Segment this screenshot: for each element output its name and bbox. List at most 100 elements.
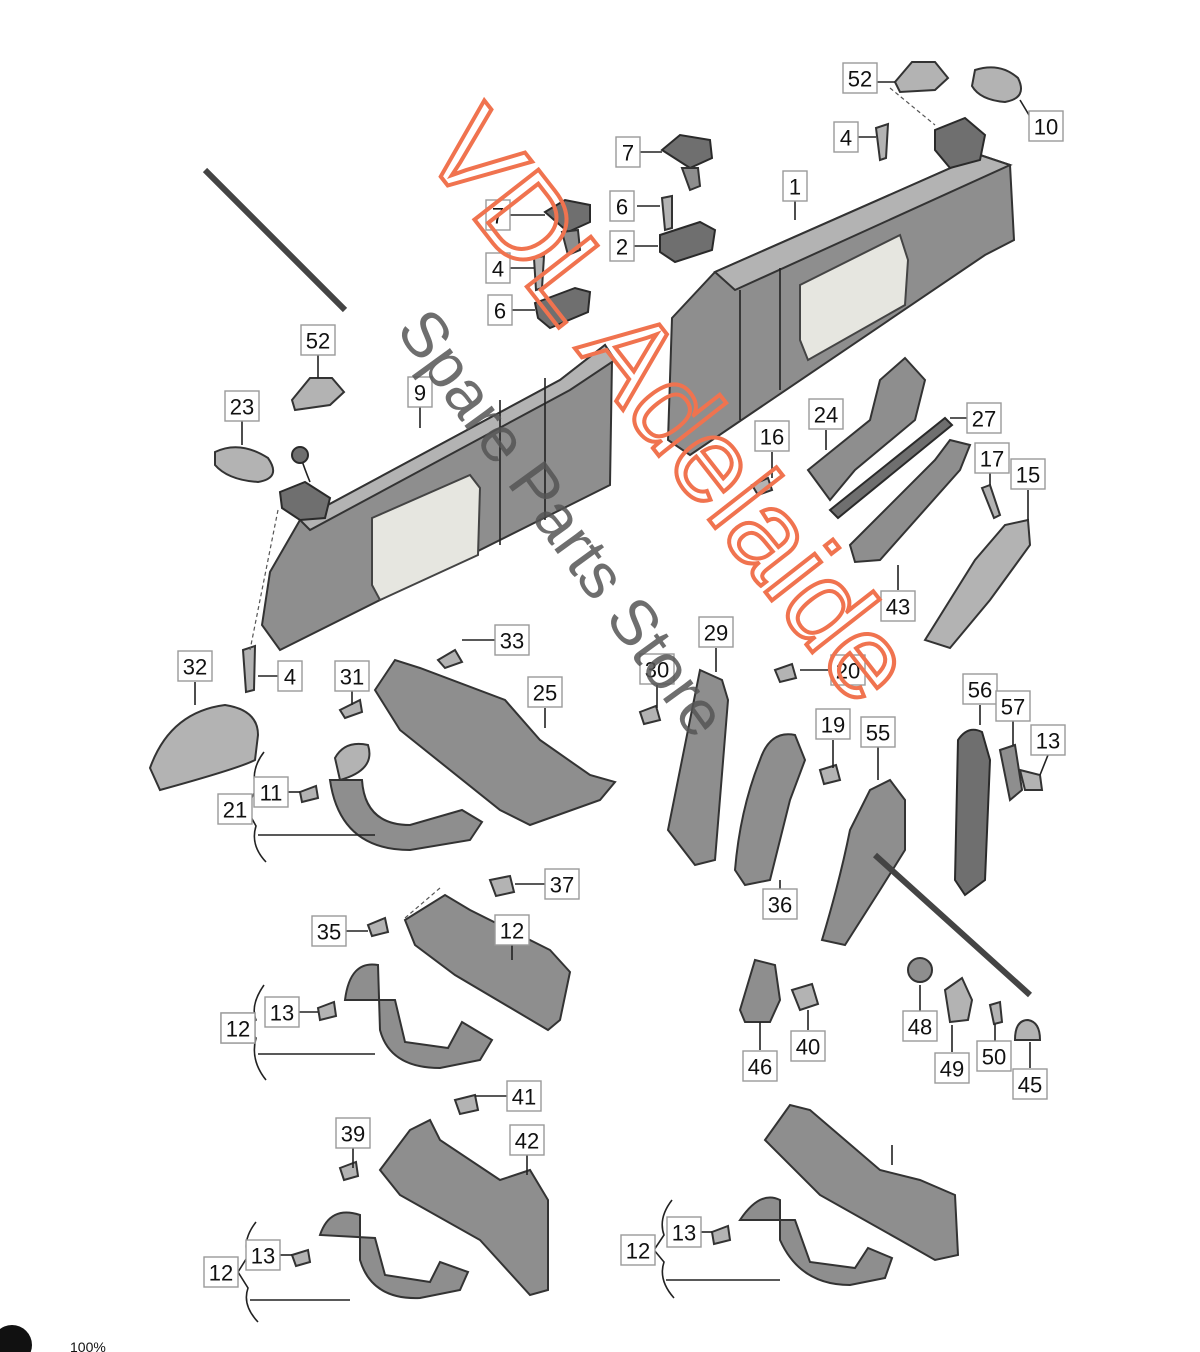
callout-box — [217, 793, 253, 825]
callout-12: 12 — [494, 914, 530, 946]
callout-box — [830, 654, 866, 686]
callout-number: 12 — [226, 1017, 250, 1042]
callout-10: 10 — [1028, 110, 1064, 142]
callout-box — [762, 888, 798, 920]
callout-number: 12 — [500, 919, 524, 944]
callout-2: 2 — [609, 230, 635, 262]
callout-4: 4 — [833, 121, 859, 153]
callout-box — [407, 376, 433, 408]
zoom-hint: 100% — [70, 1339, 106, 1352]
callout-6: 6 — [609, 190, 635, 222]
callout-number: 13 — [270, 1001, 294, 1026]
callout-56: 56 — [962, 673, 998, 705]
callout-number: 16 — [760, 425, 784, 450]
grab-handle-center — [638, 662, 906, 947]
callout-16: 16 — [754, 420, 790, 452]
callout-box — [974, 442, 1010, 474]
callout-number: 35 — [317, 920, 341, 945]
callout-box — [902, 1010, 938, 1042]
callout-number: 29 — [704, 621, 728, 646]
callout-box — [880, 590, 916, 622]
callout-box — [808, 398, 844, 430]
callout-number: 56 — [968, 678, 992, 703]
callout-number: 37 — [550, 873, 574, 898]
callout-number: 13 — [1036, 729, 1060, 754]
callout-13: 13 — [1030, 724, 1066, 756]
callout-number: 55 — [866, 721, 890, 746]
callout-number: 39 — [341, 1122, 365, 1147]
callout-box — [666, 1216, 702, 1248]
callout-number: 30 — [645, 658, 669, 683]
callout-box — [815, 708, 851, 740]
callout-45: 45 — [1012, 1068, 1048, 1100]
callout-number: 19 — [821, 713, 845, 738]
callout-box — [842, 62, 878, 94]
callout-46: 46 — [742, 1050, 778, 1082]
callout-box — [962, 673, 998, 705]
callout-39: 39 — [335, 1117, 371, 1149]
callout-25: 25 — [527, 676, 563, 708]
callout-number: 9 — [414, 381, 426, 406]
footer-dot-icon — [0, 1325, 32, 1352]
callout-box — [639, 653, 675, 685]
callout-number: 11 — [260, 781, 283, 806]
callout-box — [1010, 458, 1046, 490]
callout-9: 9 — [407, 376, 433, 408]
grab-handle-mid-left — [316, 874, 572, 1070]
callout-box — [245, 1239, 281, 1271]
callout-number: 50 — [982, 1045, 1006, 1070]
callout-box — [335, 1117, 371, 1149]
callout-40: 40 — [790, 1030, 826, 1062]
sun-visor-left — [260, 343, 617, 652]
callout-number: 7 — [622, 141, 634, 166]
callout-50: 50 — [976, 1040, 1012, 1072]
callout-box — [220, 1012, 256, 1044]
lower-clips — [738, 957, 1042, 1041]
callout-number: 33 — [500, 629, 524, 654]
callout-number: 2 — [616, 235, 628, 260]
callout-box — [253, 776, 289, 808]
callout-number: 6 — [494, 299, 506, 324]
callout-48: 48 — [902, 1010, 938, 1042]
callout-box — [544, 868, 580, 900]
callout-41: 41 — [506, 1080, 542, 1112]
callout-11: 11 — [253, 776, 289, 808]
grab-handle-lower-right — [710, 1103, 960, 1287]
callout-number: 46 — [748, 1055, 772, 1080]
callout-number: 20 — [836, 659, 860, 684]
grab-handle-front-left — [148, 648, 617, 852]
callout-box — [177, 650, 213, 682]
callout-number: 25 — [533, 681, 557, 706]
callout-13: 13 — [245, 1239, 281, 1271]
callout-box — [1012, 1068, 1048, 1100]
callout-52: 52 — [300, 324, 336, 356]
callout-box — [527, 676, 563, 708]
callout-box — [754, 420, 790, 452]
callout-number: 27 — [972, 407, 996, 432]
callout-27: 27 — [966, 402, 1002, 434]
callout-number: 31 — [340, 665, 364, 690]
callout-30: 30 — [639, 653, 675, 685]
callout-number: 42 — [515, 1129, 539, 1154]
callout-33: 33 — [494, 624, 530, 656]
callout-1: 1 — [782, 170, 808, 202]
callout-4: 4 — [277, 660, 303, 692]
callout-number: 32 — [183, 655, 207, 680]
callout-box — [485, 199, 511, 231]
grab-handle-rear-assembly — [750, 356, 1032, 650]
callout-23: 23 — [224, 390, 260, 422]
callout-number: 36 — [768, 893, 792, 918]
callout-number: 6 — [616, 195, 628, 220]
grab-handle-right-parts — [953, 728, 1044, 897]
callout-box — [976, 1040, 1012, 1072]
callout-number: 17 — [980, 447, 1004, 472]
callout-box — [790, 1030, 826, 1062]
callout-number: 41 — [512, 1085, 536, 1110]
callout-box — [609, 230, 635, 262]
callout-20: 20 — [830, 654, 866, 686]
callout-43: 43 — [880, 590, 916, 622]
callout-box — [609, 190, 635, 222]
callout-box — [615, 136, 641, 168]
callout-12: 12 — [620, 1234, 656, 1266]
callout-box — [860, 716, 896, 748]
